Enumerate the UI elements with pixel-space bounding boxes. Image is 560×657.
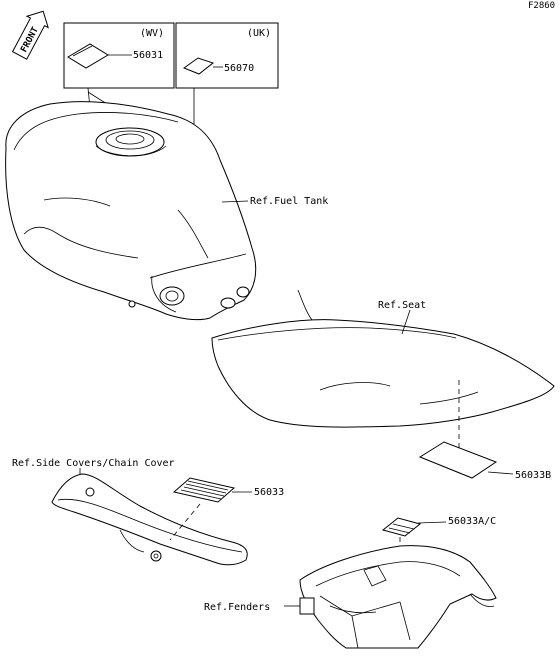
front-direction-badge: FRONT xyxy=(11,10,49,60)
ref-fuel-tank: Ref.Fuel Tank xyxy=(250,196,328,207)
figure-code: F2860 xyxy=(528,1,555,11)
fuel-tank-drawing xyxy=(5,101,257,321)
part-56070: 56070 xyxy=(224,63,254,74)
seat-drawing xyxy=(211,289,555,428)
part-56033: 56033 xyxy=(254,487,284,498)
part-56033b: 56033B xyxy=(515,470,551,481)
label-56070-shape xyxy=(182,57,215,75)
part-56033ac: 56033A/C xyxy=(448,516,496,527)
label-56031-shape xyxy=(67,43,109,69)
region-wv: (WV) xyxy=(140,28,164,39)
ref-side-covers: Ref.Side Covers/Chain Cover xyxy=(12,458,175,469)
label-56033b-shape xyxy=(418,441,498,479)
ref-fenders: Ref.Fenders xyxy=(204,602,270,613)
rear-fender-drawing xyxy=(299,545,497,649)
region-uk: (UK) xyxy=(247,28,271,39)
wv-label-box: (WV) 56031 xyxy=(63,22,175,89)
uk-label-box: (UK) 56070 xyxy=(175,22,279,89)
part-56031: 56031 xyxy=(133,50,163,61)
label-56033-shape xyxy=(172,477,236,503)
label-56033ac-shape xyxy=(381,517,422,537)
chain-cover-drawing xyxy=(51,473,248,566)
ref-seat: Ref.Seat xyxy=(378,300,426,311)
